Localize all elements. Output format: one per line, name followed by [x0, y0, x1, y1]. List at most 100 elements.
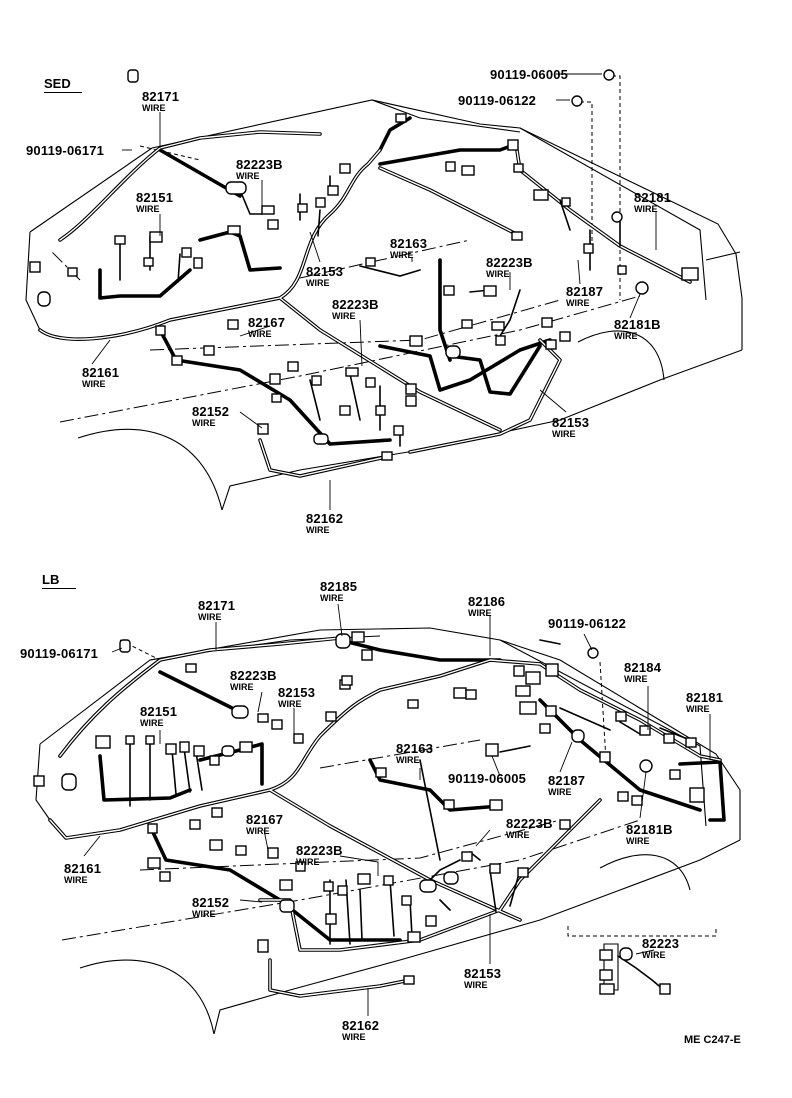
- sed-callout-82163[interactable]: 82163 WIRE: [390, 237, 427, 260]
- part-description: WIRE: [468, 608, 492, 618]
- lb-callout-82163[interactable]: 82163 WIRE: [396, 742, 433, 765]
- part-number: 82153: [278, 685, 316, 700]
- lb-callout-82184[interactable]: 82184 WIRE: [624, 661, 661, 684]
- part-description: WIRE: [506, 830, 530, 840]
- sed-callout-82223b-center[interactable]: 82223B WIRE: [332, 298, 379, 321]
- sed-callout-82167[interactable]: 82167 WIRE: [248, 316, 285, 339]
- part-number: 82223B: [230, 668, 277, 683]
- part-description: WIRE: [566, 298, 590, 308]
- lb-callout-82181[interactable]: 82181 WIRE: [686, 691, 723, 714]
- lb-callout-82162[interactable]: 82162 WIRE: [342, 1019, 379, 1042]
- sed-callout-90119-06122[interactable]: 90119-06122: [458, 94, 536, 107]
- part-description: WIRE: [296, 857, 320, 867]
- part-description: WIRE: [192, 909, 216, 919]
- part-description: WIRE: [486, 269, 510, 279]
- lb-callout-90119-06171[interactable]: 90119-06171: [20, 647, 98, 660]
- lb-harnesses: [48, 636, 726, 998]
- part-description: WIRE: [634, 204, 658, 214]
- sed-callout-82151[interactable]: 82151 WIRE: [136, 191, 173, 214]
- part-number: 82162: [342, 1018, 380, 1033]
- part-number: 82167: [248, 315, 286, 330]
- part-number: 82186: [468, 594, 506, 609]
- section-heading-lb-underline: [42, 588, 76, 589]
- lb-callout-90119-06122[interactable]: 90119-06122: [548, 617, 626, 630]
- sed-callout-82152[interactable]: 82152 WIRE: [192, 405, 229, 428]
- part-number: 82152: [192, 404, 230, 419]
- lb-callout-82167[interactable]: 82167 WIRE: [246, 813, 283, 836]
- part-description: WIRE: [342, 1032, 366, 1042]
- lb-callout-90119-06005[interactable]: 90119-06005: [448, 772, 526, 785]
- part-number: 90119-06005: [490, 67, 569, 82]
- part-description: WIRE: [192, 418, 216, 428]
- part-number: 82153: [464, 966, 502, 981]
- part-description: WIRE: [614, 331, 638, 341]
- part-description: WIRE: [686, 704, 710, 714]
- sed-callout-82162[interactable]: 82162 WIRE: [306, 512, 343, 535]
- part-number: 82152: [192, 895, 230, 910]
- part-description: WIRE: [246, 826, 270, 836]
- lb-callout-82161[interactable]: 82161 WIRE: [64, 862, 101, 885]
- part-number: 82181: [686, 690, 724, 705]
- sed-callout-82223b-right[interactable]: 82223B WIRE: [486, 256, 533, 279]
- lb-callout-82223b-upper[interactable]: 82223B WIRE: [230, 669, 277, 692]
- part-description: WIRE: [230, 682, 254, 692]
- lb-callout-82181b[interactable]: 82181B WIRE: [626, 823, 673, 846]
- part-number: 90119-06122: [548, 616, 627, 631]
- lb-harness-highlight: [49, 637, 721, 997]
- sed-callout-82161[interactable]: 82161 WIRE: [82, 366, 119, 389]
- lb-callout-82153-upper[interactable]: 82153 WIRE: [278, 686, 315, 709]
- part-description: WIRE: [396, 755, 420, 765]
- part-number: 82181B: [614, 317, 661, 332]
- part-number: 82151: [140, 704, 178, 719]
- lb-callout-82185[interactable]: 82185 WIRE: [320, 580, 357, 603]
- part-description: WIRE: [624, 674, 648, 684]
- lb-callout-82186[interactable]: 82186 WIRE: [468, 595, 505, 618]
- sed-callout-82171[interactable]: 82171 WIRE: [142, 90, 179, 113]
- part-number: 82223B: [236, 157, 283, 172]
- lb-callout-82223b-right[interactable]: 82223B WIRE: [506, 817, 553, 840]
- lb-callout-82151[interactable]: 82151 WIRE: [140, 705, 177, 728]
- part-number: 82153: [306, 264, 344, 279]
- lb-callout-82187[interactable]: 82187 WIRE: [548, 774, 585, 797]
- lb-leader-lines: [83, 603, 711, 1016]
- sed-callout-90119-06005[interactable]: 90119-06005: [490, 68, 568, 81]
- part-number: 90119-06171: [26, 143, 105, 158]
- sed-callout-82181[interactable]: 82181 WIRE: [634, 191, 671, 214]
- part-number: 82187: [548, 773, 586, 788]
- part-description: WIRE: [552, 429, 576, 439]
- part-number: 82171: [142, 89, 180, 104]
- part-number: 82185: [320, 579, 358, 594]
- part-description: WIRE: [390, 250, 414, 260]
- part-number: 82151: [136, 190, 174, 205]
- sed-callout-82153-lower[interactable]: 82153 WIRE: [552, 416, 589, 439]
- part-number: 90119-06122: [458, 93, 537, 108]
- part-number: 82181: [634, 190, 672, 205]
- lb-callout-82223b-center[interactable]: 82223B WIRE: [296, 844, 343, 867]
- part-description: WIRE: [332, 311, 356, 321]
- part-description: WIRE: [198, 612, 222, 622]
- sed-callout-90119-06171[interactable]: 90119-06171: [26, 144, 104, 157]
- part-description: WIRE: [278, 699, 302, 709]
- part-number: 82161: [64, 861, 102, 876]
- diagram-code: ME C247-E: [684, 1034, 741, 1046]
- part-number: 82163: [390, 236, 428, 251]
- lb-callout-82223[interactable]: 82223 WIRE: [642, 937, 679, 960]
- sed-callout-82187[interactable]: 82187 WIRE: [566, 285, 603, 308]
- part-number: 82153: [552, 415, 590, 430]
- part-number: 82223B: [332, 297, 379, 312]
- sed-callout-82153-upper[interactable]: 82153 WIRE: [306, 265, 343, 288]
- lb-callout-82153-lower[interactable]: 82153 WIRE: [464, 967, 501, 990]
- lb-callout-82171[interactable]: 82171 WIRE: [198, 599, 235, 622]
- part-number: 82181B: [626, 822, 673, 837]
- sed-callout-82181b[interactable]: 82181B WIRE: [614, 318, 661, 341]
- lb-callout-82152[interactable]: 82152 WIRE: [192, 896, 229, 919]
- part-description: WIRE: [548, 787, 572, 797]
- lb-inset-82223-drawing: [599, 943, 671, 995]
- part-description: WIRE: [82, 379, 106, 389]
- part-number: 82187: [566, 284, 604, 299]
- sed-connectors: [29, 69, 699, 461]
- part-number: 82167: [246, 812, 284, 827]
- section-heading-sed-underline: [44, 92, 82, 93]
- sed-callout-82223b-upper[interactable]: 82223B WIRE: [236, 158, 283, 181]
